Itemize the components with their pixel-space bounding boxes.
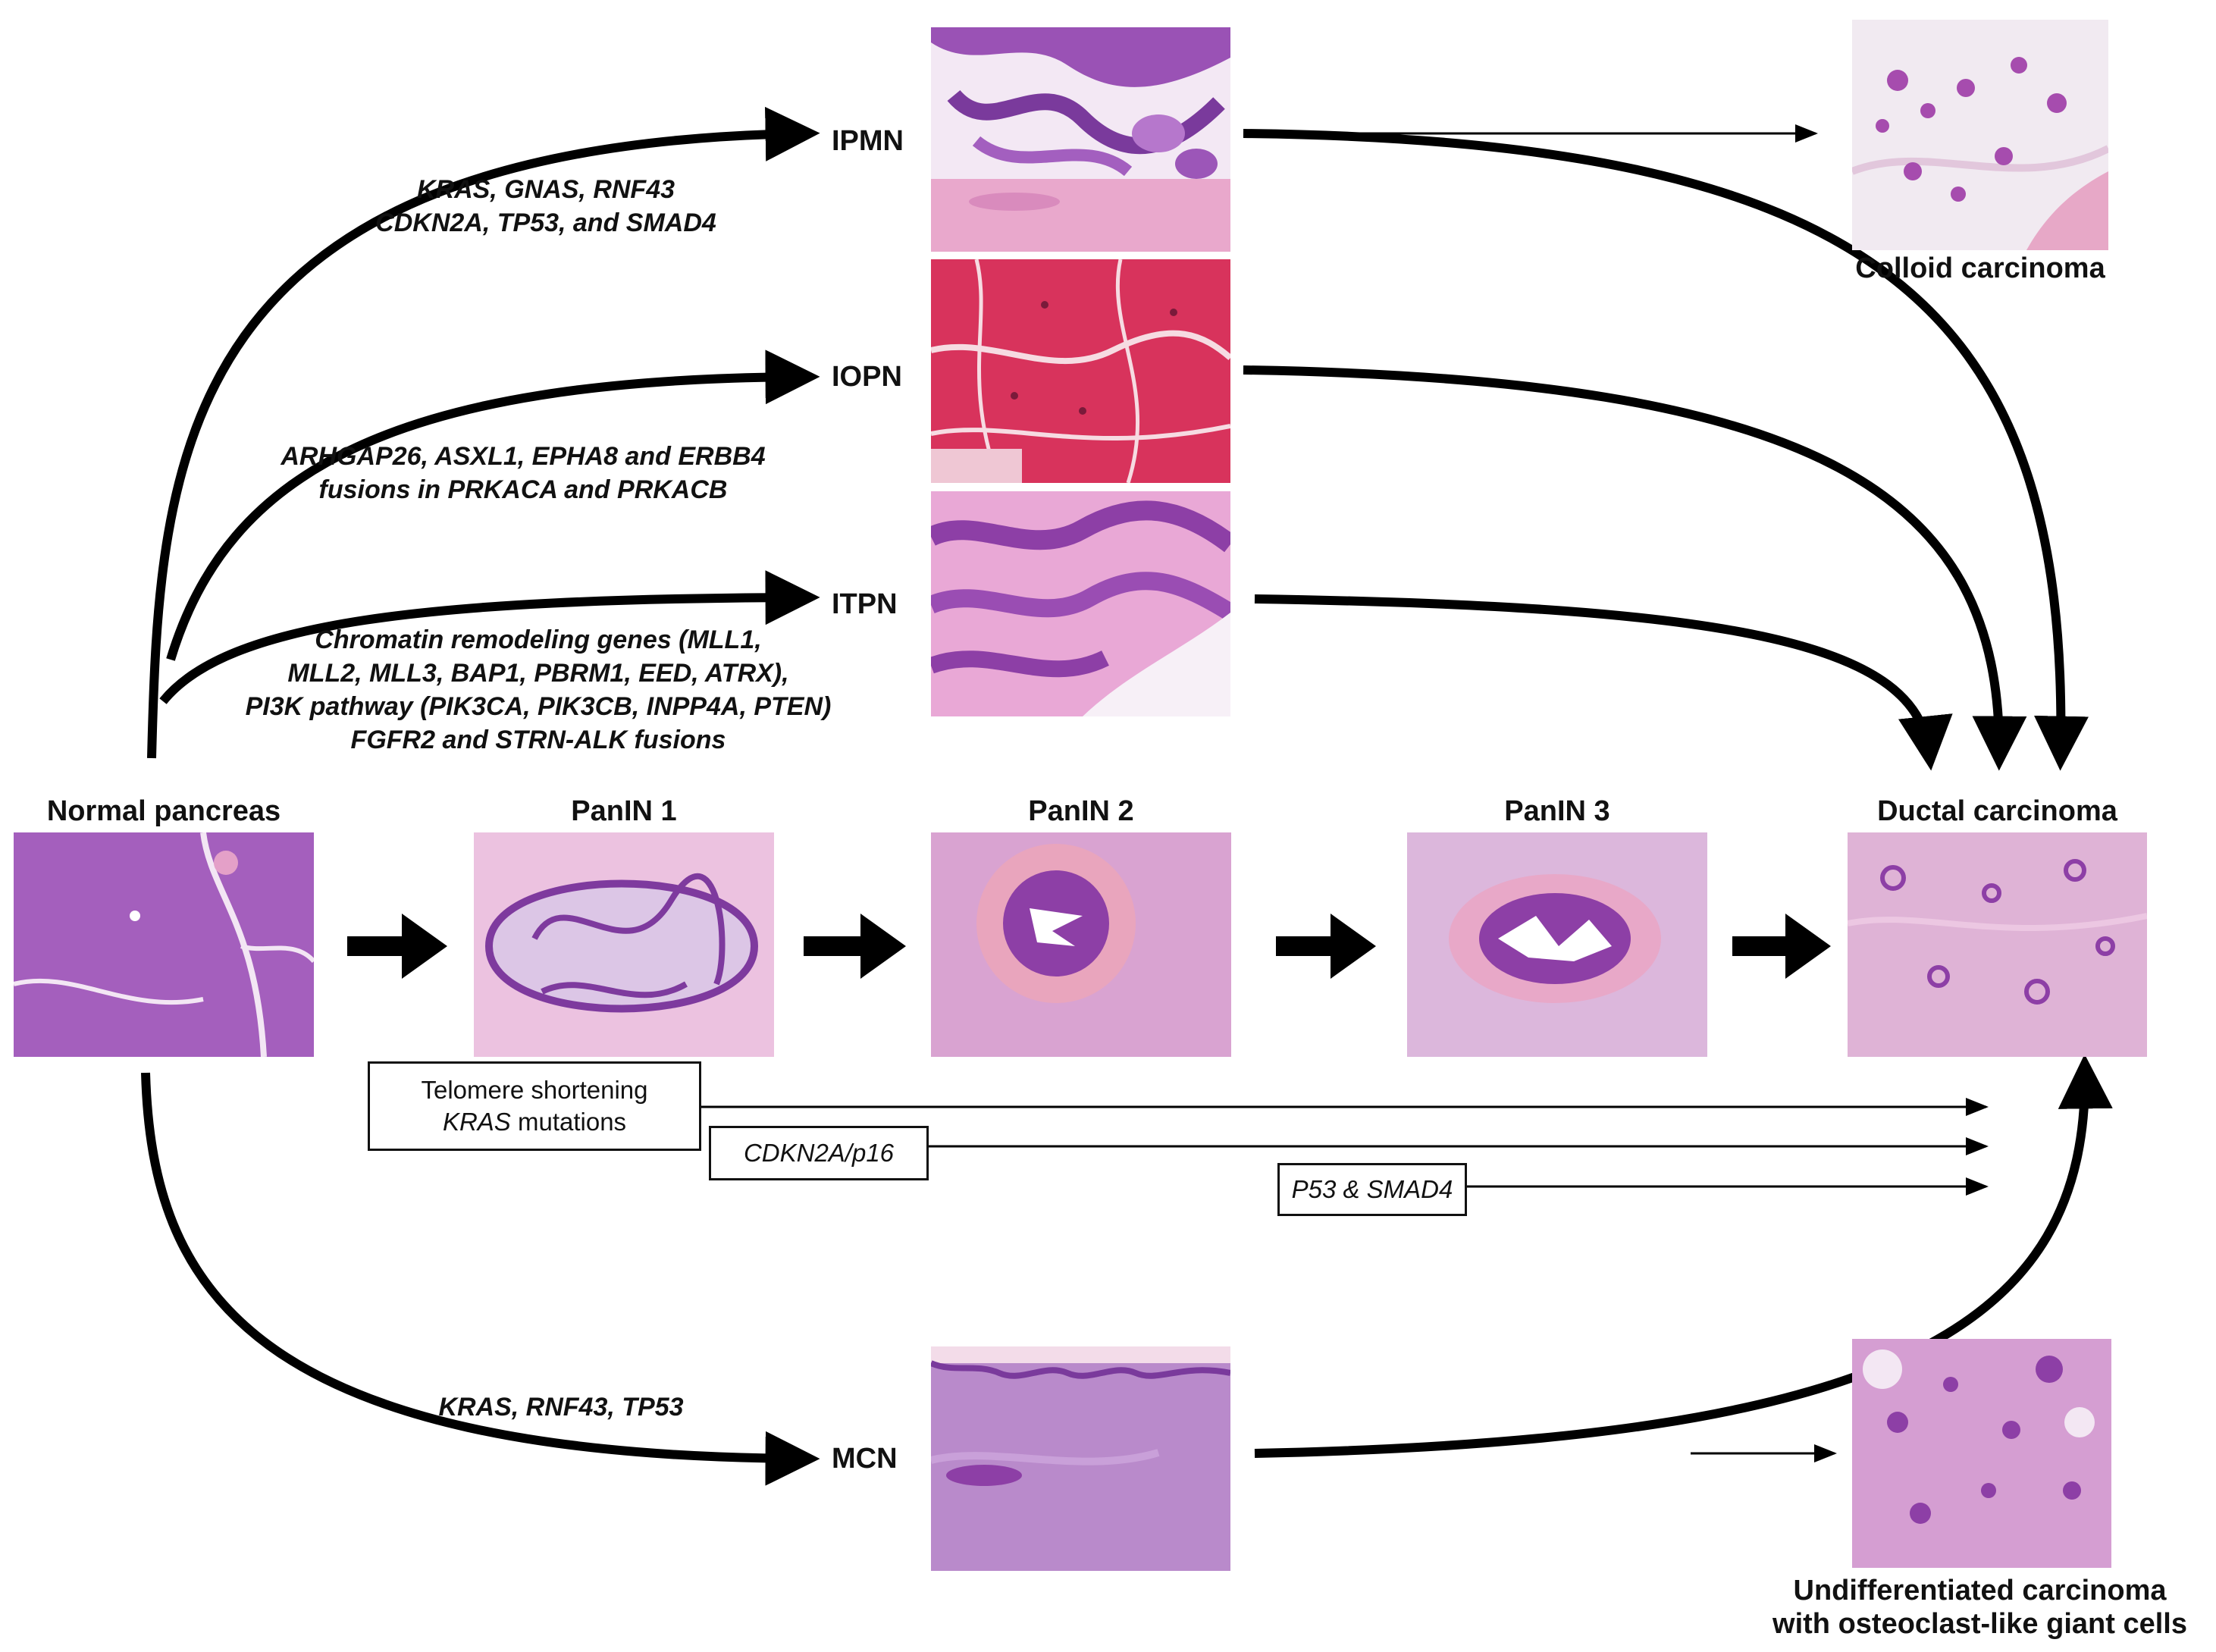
arrow-panin3-to-ductal [1732, 914, 1831, 979]
histology-iopn [931, 259, 1230, 483]
histology-ipmn [931, 27, 1230, 252]
arrow-iopn-to-ductal [1243, 365, 2027, 771]
arrow-normal-to-iopn [166, 350, 820, 661]
label-undifferentiated: Undifferentiated carcinoma with osteocla… [1744, 1574, 2216, 1641]
arrow-panin2-to-panin3 [1276, 914, 1376, 979]
histology-panin3 [1407, 832, 1707, 1057]
box-p53-smad4: P53 & SMAD4 [1277, 1163, 1467, 1216]
label-iopn: IOPN [832, 361, 902, 393]
arrow-normal-to-itpn [159, 570, 820, 704]
box-cdkn2a: CDKN2A/p16 [709, 1126, 929, 1180]
label-colloid-carcinoma: Colloid carcinoma [1855, 252, 2105, 284]
histology-colloid [1852, 20, 2108, 250]
histology-panin1 [474, 832, 774, 1057]
arrow-itpn-to-ductal [1254, 594, 1953, 771]
label-ductal-carcinoma: Ductal carcinoma [1877, 795, 2117, 827]
arrow-ipmn-to-ductal [1243, 129, 2089, 771]
label-normal-pancreas: Normal pancreas [46, 795, 281, 827]
histology-undifferentiated [1852, 1339, 2111, 1568]
annotation-iopn: ARHGAP26, ASXL1, EPHA8 and ERBB4 fusions… [281, 442, 766, 504]
arrow-normal-to-ipmn [147, 106, 820, 759]
annotation-ipmn: KRAS, GNAS, RNF43 CDKN2A, TP53, and SMAD… [375, 175, 716, 237]
box-telomere-kras: Telomere shortening KRAS mutations [368, 1061, 701, 1151]
annotation-itpn: Chromatin remodeling genes (MLL1, MLL2, … [245, 625, 832, 754]
label-mcn: MCN [832, 1443, 898, 1475]
histology-normal-pancreas [14, 832, 314, 1057]
arrow-normal-to-mcn [141, 1072, 820, 1486]
arrow-panin1-to-panin2 [804, 914, 906, 979]
label-itpn: ITPN [832, 588, 898, 620]
box-telomere-line1: Telomere shortening [421, 1076, 648, 1104]
arrow-normal-to-panin1 [347, 914, 447, 979]
label-ipmn: IPMN [832, 125, 904, 157]
histology-ductal-carcinoma [1848, 832, 2147, 1057]
label-undifferentiated-line1: Undifferentiated carcinoma [1793, 1575, 2167, 1607]
annotation-mcn: KRAS, RNF43, TP53 [438, 1393, 684, 1422]
label-panin2: PanIN 2 [1028, 795, 1134, 827]
box-telomere-line2: KRAS mutations [442, 1108, 627, 1136]
histology-itpn [931, 491, 1230, 716]
histology-mcn [931, 1346, 1230, 1571]
label-panin3: PanIN 3 [1504, 795, 1610, 827]
label-panin1: PanIN 1 [571, 795, 677, 827]
histology-panin2 [931, 832, 1231, 1057]
label-undifferentiated-line2: with osteoclast-like giant cells [1772, 1608, 2187, 1640]
